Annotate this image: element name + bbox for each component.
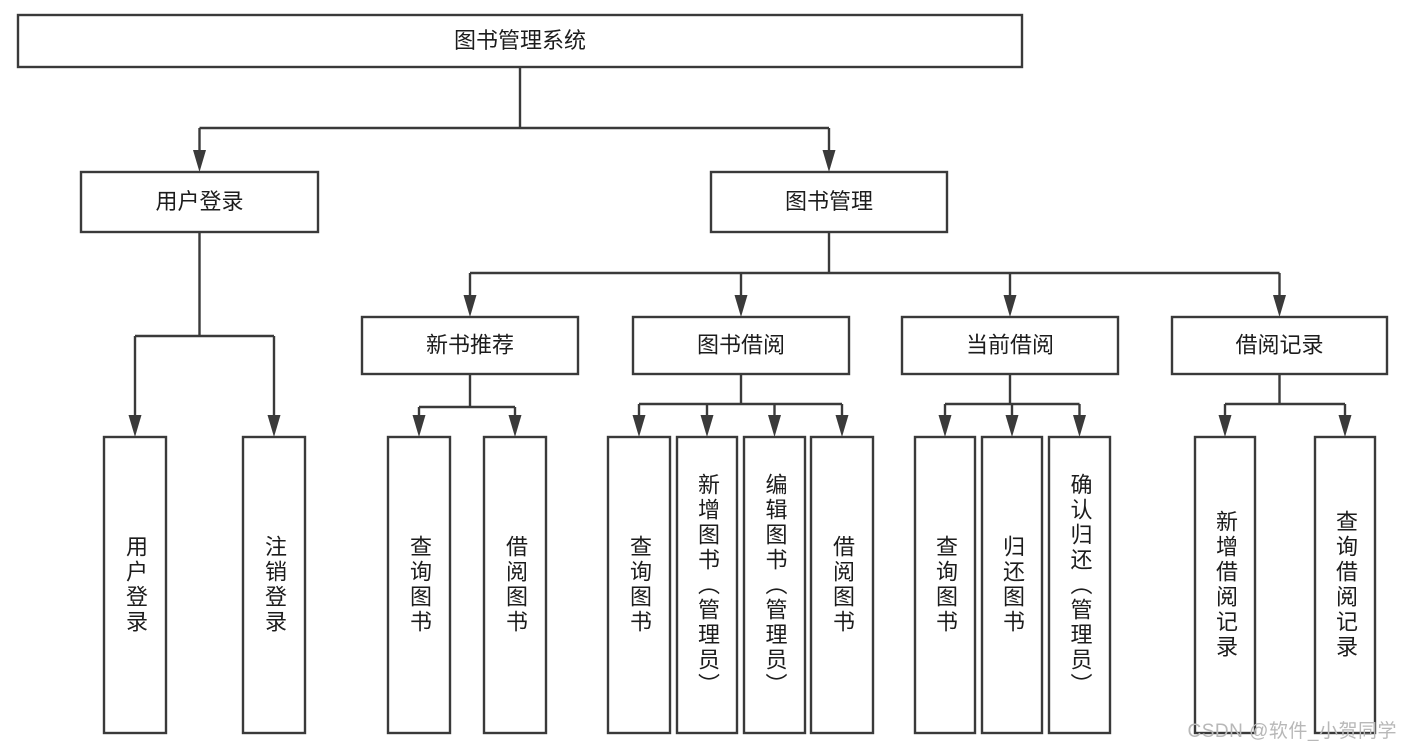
arrow-head bbox=[632, 415, 646, 437]
arrow-head bbox=[412, 415, 426, 437]
node-label-root: 图书管理系统 bbox=[454, 28, 586, 53]
arrow-head bbox=[267, 415, 281, 437]
node-label-level2-0: 用户登录 bbox=[155, 189, 243, 214]
node-label-level2-1: 图书管理 bbox=[785, 189, 873, 214]
node-label-level3-0: 新书推荐 bbox=[426, 332, 514, 357]
arrow-head bbox=[508, 415, 522, 437]
node-leaf-11 bbox=[1193, 435, 1257, 735]
arrow-head bbox=[1003, 295, 1017, 317]
node-leaf-7 bbox=[809, 435, 875, 735]
arrow-head bbox=[700, 415, 714, 437]
arrow-head bbox=[835, 415, 849, 437]
node-leaf-1 bbox=[241, 435, 307, 735]
node-level3-3 bbox=[1170, 315, 1389, 376]
node-leaf-3 bbox=[482, 435, 548, 735]
node-root-图书管理系统 bbox=[16, 13, 1024, 69]
csdn-watermark: CSDN @软件_小贺同学 bbox=[1187, 721, 1397, 742]
node-label-level3-3: 借阅记录 bbox=[1235, 332, 1323, 357]
node-level3-2 bbox=[900, 315, 1120, 376]
node-leaf-12 bbox=[1313, 435, 1377, 735]
node-leaf-4 bbox=[606, 435, 672, 735]
connectors-layer bbox=[128, 67, 1352, 437]
node-label-level3-2: 当前借阅 bbox=[966, 332, 1054, 357]
node-level2-0 bbox=[79, 170, 320, 234]
node-level2-1 bbox=[709, 170, 949, 234]
arrow-head bbox=[1273, 295, 1286, 317]
arrow-head bbox=[128, 415, 142, 437]
node-label-level3-1: 图书借阅 bbox=[697, 332, 785, 357]
node-leaf-5 bbox=[675, 435, 739, 735]
arrow-head bbox=[463, 295, 477, 317]
boxes-layer bbox=[16, 13, 1389, 735]
node-level3-0 bbox=[360, 315, 580, 376]
arrow-head bbox=[1073, 415, 1086, 437]
arrow-head bbox=[1218, 415, 1232, 437]
node-level3-1 bbox=[631, 315, 851, 376]
arrow-head bbox=[768, 415, 781, 437]
arrow-head bbox=[1338, 415, 1352, 437]
node-leaf-10 bbox=[1047, 435, 1112, 735]
arrow-head bbox=[193, 150, 206, 172]
node-leaf-2 bbox=[386, 435, 452, 735]
arrow-head bbox=[938, 415, 952, 437]
node-leaf-9 bbox=[980, 435, 1044, 735]
node-leaf-6 bbox=[742, 435, 807, 735]
node-leaf-8 bbox=[913, 435, 977, 735]
arrow-head bbox=[1005, 415, 1019, 437]
arrow-head bbox=[822, 150, 836, 172]
node-leaf-0 bbox=[102, 435, 168, 735]
arrow-head bbox=[734, 295, 748, 317]
